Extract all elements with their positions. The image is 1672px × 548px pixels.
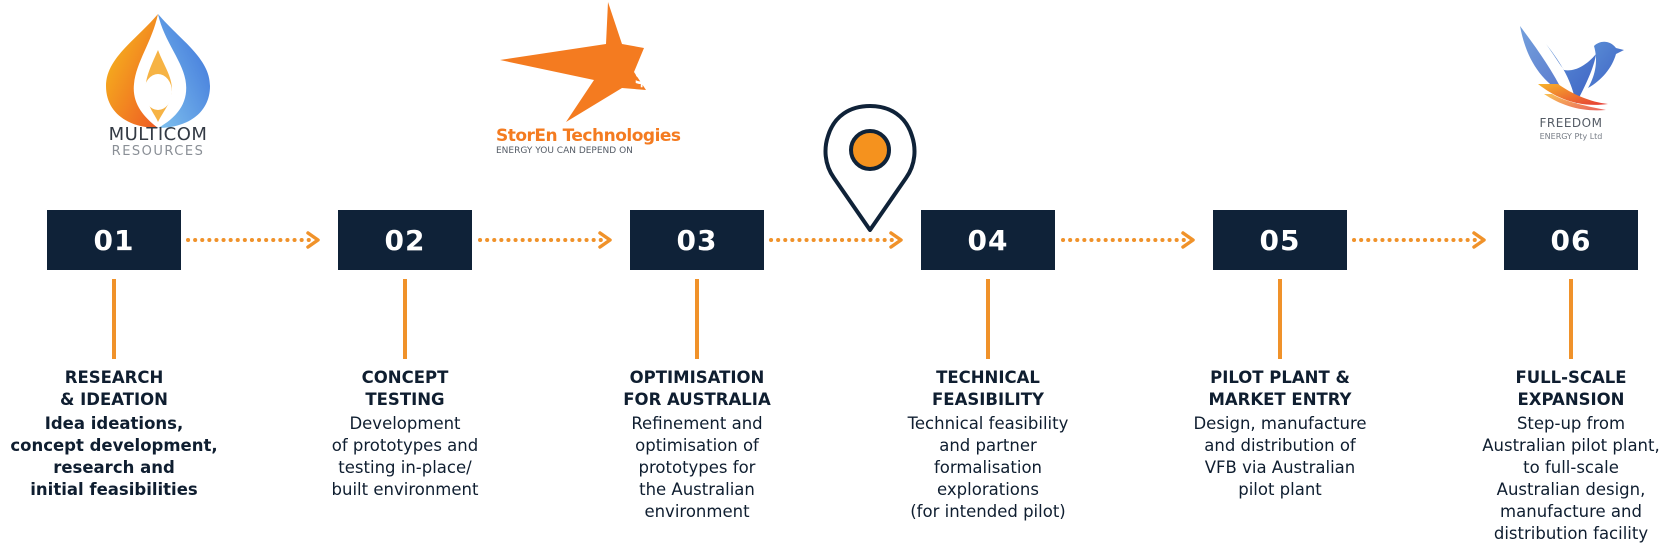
arrow-03-04 [769, 231, 903, 249]
step-06-number: 06 [1504, 210, 1638, 270]
freedom-bird-icon [1520, 26, 1624, 111]
step-06-connector [1569, 279, 1573, 359]
step-03-number: 03 [630, 210, 764, 270]
arrow-01-02 [186, 231, 320, 249]
step-02-connector [403, 279, 407, 359]
step-04-description: Technical feasibility and partner formal… [907, 414, 1069, 521]
freedom-subname: ENERGY Pty Ltd [1539, 132, 1603, 141]
step-05-text: PILOT PLANT & MARKET ENTRY Design, manuf… [1160, 367, 1400, 501]
step-03-description: Refinement and optimisation of prototype… [631, 414, 763, 521]
step-06-text: FULL-SCALE EXPANSION Step-up from Austra… [1451, 367, 1672, 545]
step-06-description: Step-up from Australian pilot plant, to … [1482, 414, 1660, 543]
storen-tagline: ENERGY YOU CAN DEPEND ON [496, 146, 633, 156]
step-01-title: RESEARCH & IDEATION [60, 368, 168, 409]
step-03-text: OPTIMISATION FOR AUSTRALIA Refinement an… [577, 367, 817, 523]
step-02-text: CONCEPT TESTING Development of prototype… [285, 367, 525, 501]
step-05-title: PILOT PLANT & MARKET ENTRY [1208, 368, 1352, 409]
step-02-title: CONCEPT TESTING [361, 368, 449, 409]
arrow-04-05 [1061, 231, 1195, 249]
step-01-connector [112, 279, 116, 359]
multicom-drop-icon [106, 14, 210, 128]
freedom-name: FREEDOM [1539, 116, 1603, 130]
step-02-description: Development of prototypes and testing in… [331, 414, 479, 499]
step-03-connector [695, 279, 699, 359]
step-04-number: 04 [921, 210, 1055, 270]
multicom-name: MULTICOM [108, 124, 208, 145]
storen-name: StorEn Technologies [496, 126, 681, 146]
location-pin-icon [823, 104, 917, 232]
step-05-connector [1278, 279, 1282, 359]
freedom-logo: FREEDOM ENERGY Pty Ltd [1516, 24, 1626, 144]
multicom-subname: RESOURCES [111, 144, 205, 159]
step-04-text: TECHNICAL FEASIBILITY Technical feasibil… [868, 367, 1108, 523]
step-01-text: RESEARCH & IDEATION Idea ideations, conc… [0, 367, 234, 501]
step-05-description: Design, manufacture and distribution of … [1193, 414, 1367, 499]
step-04-connector [986, 279, 990, 359]
step-04-title: TECHNICAL FEASIBILITY [932, 368, 1044, 409]
multicom-logo: MULTICOM RESOURCES [88, 10, 228, 160]
step-01-description: Idea ideations, concept development, res… [10, 414, 218, 499]
storen-star-icon: $ [500, 2, 649, 122]
step-03-title: OPTIMISATION FOR AUSTRALIA [623, 368, 771, 409]
storen-logo: $ StorEn Technologies ENERGY YOU CAN DEP… [494, 0, 681, 160]
arrow-05-06 [1352, 231, 1486, 249]
arrow-02-03 [478, 231, 612, 249]
step-02-number: 02 [338, 210, 472, 270]
step-05-number: 05 [1213, 210, 1347, 270]
step-06-title: FULL-SCALE EXPANSION [1515, 368, 1627, 409]
svg-text:$: $ [634, 65, 649, 90]
step-01-number: 01 [47, 210, 181, 270]
